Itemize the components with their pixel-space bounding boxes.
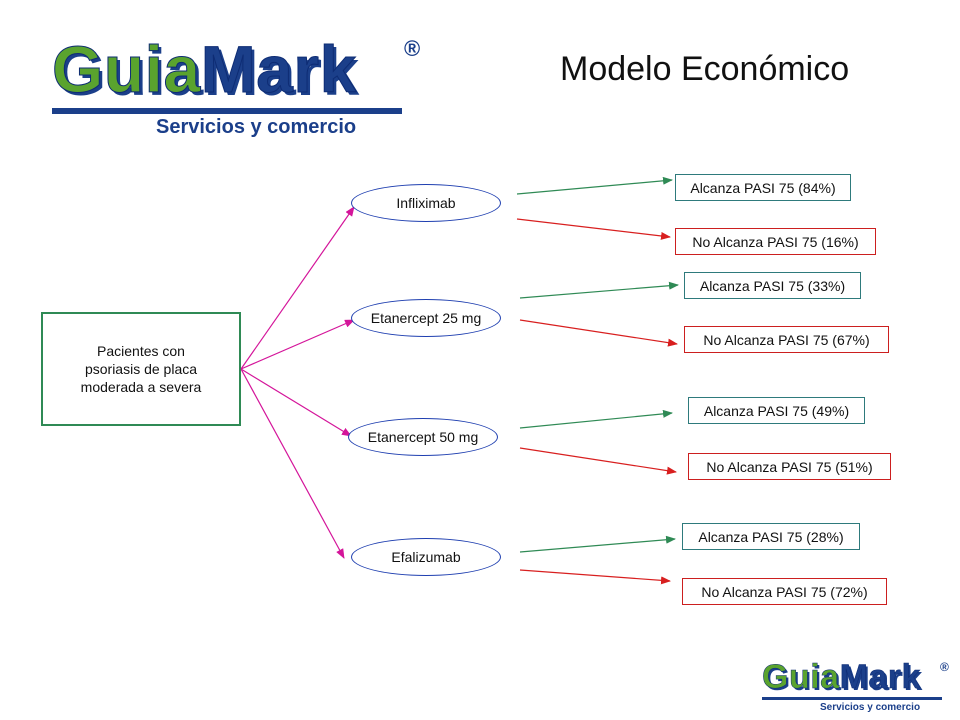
page-title: Modelo Económico xyxy=(560,50,850,88)
logo-wordmark-mark: Mark xyxy=(200,32,357,106)
logo-tagline: Servicios y comercio xyxy=(156,116,357,138)
arrow-root-to-efalizumab xyxy=(240,368,345,559)
registered-mark-small: ® xyxy=(940,660,949,674)
outcome-infliximab-failure: No Alcanza PASI 75 (16%) xyxy=(675,228,876,255)
arrow-etanercept-25-failure xyxy=(519,319,678,347)
outcome-etanercept-25-success: Alcanza PASI 75 (33%) xyxy=(684,272,861,299)
outcome-etanercept-50-success: Alcanza PASI 75 (49%) xyxy=(688,397,865,424)
treatment-node-etanercept-25: Etanercept 25 mg xyxy=(351,299,501,337)
outcome-efalizumab-failure: No Alcanza PASI 75 (72%) xyxy=(682,578,887,605)
arrow-root-to-etanercept-50 xyxy=(240,368,352,437)
arrow-root-to-etanercept-25 xyxy=(240,319,355,370)
arrow-infliximab-success xyxy=(516,176,673,195)
logo-small-wordmark-mark: Mark xyxy=(839,658,921,696)
logo-small-tagline: Servicios y comercio xyxy=(820,702,921,713)
logo-wordmark-guia: Guia xyxy=(52,32,201,106)
arrow-etanercept-50-success xyxy=(519,409,673,429)
outcome-etanercept-25-failure: No Alcanza PASI 75 (67%) xyxy=(684,326,889,353)
arrow-etanercept-50-failure xyxy=(519,447,677,475)
treatment-node-etanercept-50: Etanercept 50 mg xyxy=(348,418,498,456)
guiamark-logo-small: GuiaMark ® Servicios y comercio xyxy=(762,660,954,716)
outcome-efalizumab-success: Alcanza PASI 75 (28%) xyxy=(682,523,860,550)
treatment-node-infliximab: Infliximab xyxy=(351,184,501,222)
arrow-root-to-infliximab xyxy=(240,206,355,370)
logo-wordmark: GuiaMark xyxy=(52,36,357,103)
arrow-efalizumab-failure xyxy=(519,569,671,585)
registered-mark: ® xyxy=(404,36,421,61)
logo-underline xyxy=(52,108,402,114)
treatment-node-efalizumab: Efalizumab xyxy=(351,538,501,576)
guiamark-logo: GuiaMark ® Servicios y comercio xyxy=(52,36,427,139)
arrow-efalizumab-success xyxy=(519,535,676,553)
logo-small-underline xyxy=(762,697,942,700)
logo-small-wordmark: GuiaMark xyxy=(762,658,921,696)
arrow-etanercept-25-success xyxy=(519,281,679,299)
outcome-infliximab-success: Alcanza PASI 75 (84%) xyxy=(675,174,851,201)
arrow-infliximab-failure xyxy=(516,218,671,240)
outcome-etanercept-50-failure: No Alcanza PASI 75 (51%) xyxy=(688,453,891,480)
logo-small-wordmark-guia: Guia xyxy=(762,658,840,696)
root-node-patients: Pacientes con psoriasis de placa moderad… xyxy=(41,312,241,426)
